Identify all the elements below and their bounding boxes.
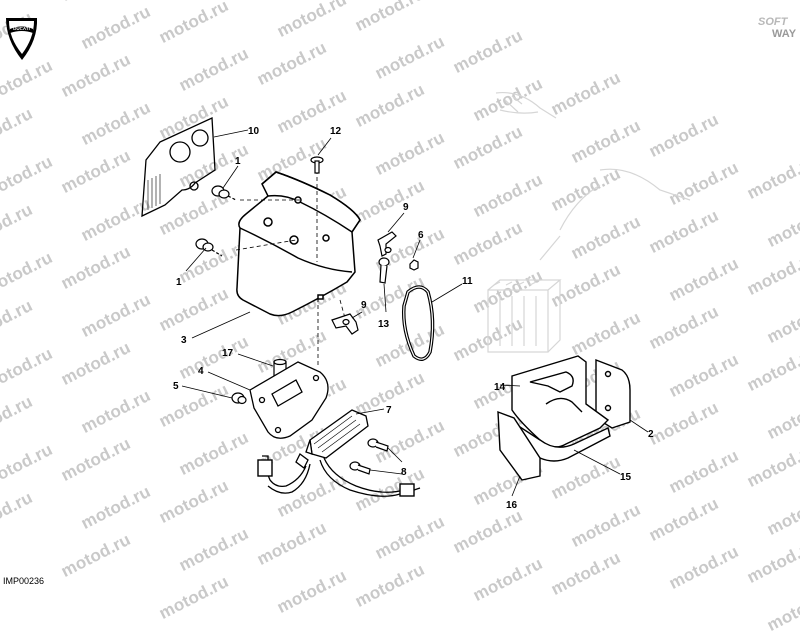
callout-1-upper: 1 (235, 156, 241, 167)
callout-9-lower: 9 (361, 300, 367, 311)
exploded-parts-diagram: DUCATI (6, 18, 691, 511)
part-1-grommet-upper (211, 185, 237, 201)
callout-4: 4 (198, 366, 204, 377)
callout-6: 6 (418, 230, 424, 241)
part-7-regulator (295, 409, 369, 469)
callout-2: 2 (648, 429, 654, 440)
callout-8: 8 (401, 467, 407, 478)
background-frame-art (487, 91, 691, 353)
part-9-bracket-upper (377, 231, 397, 257)
callout-17: 17 (222, 348, 234, 359)
brand-soft-text: SOFT (758, 16, 788, 28)
part-1-grommet-lower (195, 238, 223, 257)
logo-text: DUCATI (13, 26, 30, 31)
part-4-mounting-plate (249, 361, 329, 439)
ducati-logo: DUCATI (6, 18, 38, 60)
callout-labels: 10 12 1 1 9 6 11 3 13 9 17 4 5 7 8 14 2 … (173, 126, 654, 511)
part-11-band (401, 285, 435, 361)
part-13-bolt (378, 257, 390, 284)
callout-3: 3 (181, 335, 187, 346)
callout-15: 15 (620, 472, 632, 483)
callout-5: 5 (173, 381, 179, 392)
callout-9-upper: 9 (403, 202, 409, 213)
part-8-screw-upper (367, 438, 389, 452)
part-5-grommet (231, 392, 247, 405)
diagram-code: IMP00236 (3, 576, 45, 586)
callout-12: 12 (330, 126, 342, 137)
part-2-side-panel (595, 358, 631, 429)
part-8-screw-lower (349, 461, 371, 475)
brand-way-text: WAY (772, 28, 797, 40)
part-12-screw (310, 156, 324, 174)
part-9-bracket-lower (331, 313, 359, 335)
callout-13: 13 (378, 319, 390, 330)
callout-14: 14 (494, 382, 506, 393)
leader-lines (181, 129, 649, 497)
callout-11: 11 (462, 276, 473, 287)
part-16-front-plate (497, 410, 541, 481)
assembly-dashed-lines (235, 170, 346, 365)
part-6-nut (409, 259, 419, 271)
callout-7: 7 (386, 405, 392, 416)
wiring-harness (257, 455, 421, 497)
callout-16: 16 (506, 500, 518, 511)
part-10-gasket-plate (141, 117, 216, 218)
part-3-housing (236, 171, 361, 317)
callout-10: 10 (248, 126, 260, 137)
callout-1-lower: 1 (176, 277, 182, 288)
